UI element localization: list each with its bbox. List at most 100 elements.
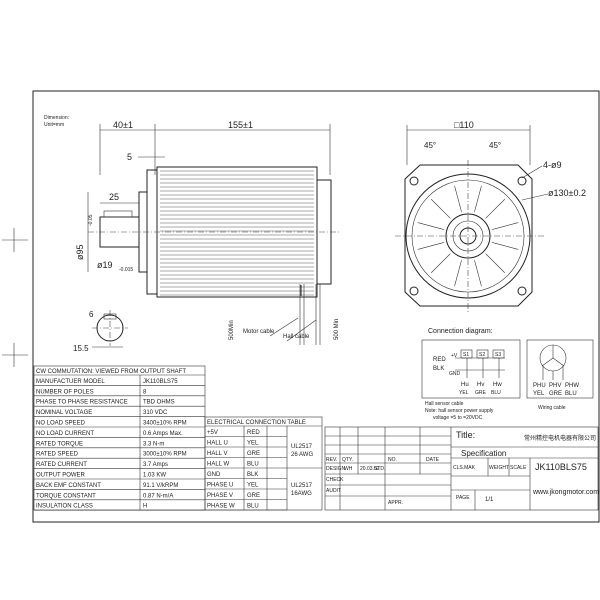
pilot-diameter-dim: ø95 [75, 244, 85, 260]
svg-text:1/1: 1/1 [485, 497, 494, 503]
spec-row-label: NUMBER OF POLES [36, 389, 94, 395]
mount-holes-dim: 4-ø9 [543, 160, 562, 170]
spec-row-label: PHASE TO PHASE RESISTANCE [36, 400, 128, 406]
connection-title: Connection diagram: [428, 328, 493, 335]
svg-text:DATE: DATE [426, 457, 440, 463]
motor-cable-label: Motor cable [243, 329, 275, 335]
elec-row-color: GRE [247, 493, 260, 499]
title-value: Specification [461, 449, 506, 458]
svg-text:UL2517: UL2517 [291, 483, 313, 489]
elec-row-pin: GND [207, 472, 221, 478]
drawing-border [32, 90, 600, 523]
spec-row-value: 8 [143, 389, 147, 395]
spec-row-value: JK110BLS75 [143, 379, 178, 385]
cable-length-2: 500 Min [334, 319, 340, 340]
model-number: JK110BLS75 [535, 462, 587, 472]
flange-outline [404, 164, 533, 307]
spec-row-label: NO LOAD CURRENT [36, 431, 94, 437]
mount-hole-bl [409, 286, 419, 296]
svg-text:PAGE: PAGE [456, 495, 470, 501]
company-name: 常州精控电机电器有限公司 [524, 434, 596, 442]
svg-text:CHECK: CHECK [326, 477, 344, 483]
spec-row-value: 3.3 N-m [143, 441, 164, 447]
svg-text:BLK: BLK [433, 366, 444, 372]
elec-row-pin: HALL V [207, 451, 227, 457]
hall-sensor-box [421, 339, 521, 399]
front-flange-dim: 40±1 [113, 120, 133, 130]
front-view: □110 45° 45° 4-ø9 ø130±0.2 [395, 120, 586, 312]
svg-text:YEL: YEL [459, 390, 469, 396]
svg-text:16AWG: 16AWG [291, 491, 312, 497]
elec-row-pin: PHASE V [207, 493, 233, 499]
svg-text:S3: S3 [495, 352, 501, 358]
elec-row-color: YEL [247, 483, 259, 489]
svg-text:BLU: BLU [491, 390, 501, 396]
side-view: 40±1 155±1 5 25 ø95 -0.05 ø19 -0.015 Mot… [73, 120, 340, 353]
spec-row-label: INSULATION CLASS [36, 504, 93, 510]
svg-text:Hu: Hu [461, 382, 469, 388]
pcd-dim: ø130±0.2 [548, 188, 586, 198]
title-block: REV. QTY. NO. DATE DESIGN WH 20.03.02 ST… [324, 426, 599, 511]
shaft-diameter-dim: ø19 [97, 260, 113, 270]
hub-circle [445, 213, 491, 259]
spec-row-value: 310 VDC [143, 410, 168, 416]
cooling-fins [160, 170, 314, 296]
spec-row-value: 1.03 KW [143, 473, 166, 479]
elec-row-pin: HALL W [207, 462, 229, 468]
rotor-ribs [417, 185, 519, 287]
svg-text:+V: +V [451, 353, 458, 359]
svg-text:SCALE: SCALE [510, 465, 527, 471]
spec-row-value: 3400±10% RPM [143, 421, 187, 427]
spec-row-value: H [143, 504, 147, 510]
body-length-dim: 155±1 [228, 120, 253, 130]
svg-text:REV.: REV. [326, 457, 337, 463]
shaft-length-dim: 25 [109, 192, 119, 202]
shaft-tolerance: -0.015 [119, 267, 133, 273]
electrical-table: ELECTRICAL CONNECTION TABLE UL2517 26 AW… [204, 416, 323, 511]
elec-row-color: RED [247, 430, 260, 436]
title-label: Title: [456, 430, 475, 440]
svg-text:S2: S2 [479, 352, 485, 358]
hall-cable-label: Hall cable [283, 334, 310, 340]
svg-text:WEIGHT: WEIGHT [489, 465, 509, 471]
spec-row-label: BACK EMF CONSTANT [36, 483, 101, 489]
svg-text:DESIGN: DESIGN [326, 466, 346, 472]
dimension-unit: Unit=mm [44, 122, 64, 128]
svg-text:Hw: Hw [493, 382, 502, 388]
svg-text:PHW: PHW [565, 383, 579, 389]
svg-text:UL2517: UL2517 [291, 444, 313, 450]
spec-row-label: RATED TORQUE [36, 441, 83, 447]
elec-row-pin: HALL U [207, 441, 228, 447]
spec-row-label: RATED CURRENT [36, 462, 87, 468]
elec-row-pin: +5V [207, 430, 218, 436]
spec-row-value: 0.6 Amps Max. [143, 431, 183, 437]
svg-text:NO.: NO. [388, 457, 397, 463]
electrical-table-header: ELECTRICAL CONNECTION TABLE [207, 420, 306, 426]
mount-hole-br [517, 286, 527, 296]
company-website: www.jkongmotor.com [532, 489, 599, 496]
svg-text:PHV: PHV [549, 383, 561, 389]
svg-text:Hv: Hv [477, 382, 484, 388]
svg-text:20.03.02: 20.03.02 [360, 466, 380, 472]
elec-row-color: BLU [247, 462, 259, 468]
svg-text:BLU: BLU [565, 391, 577, 397]
svg-text:AUDIT: AUDIT [326, 488, 341, 494]
winding-label: Wiring cable [538, 405, 566, 411]
hall-note-2: voltage =5 to =20VDC [433, 415, 483, 421]
spec-row-label: TORQUE CONSTANT [36, 493, 96, 499]
svg-text:GRE: GRE [475, 390, 487, 396]
spec-row-label: RATED SPEED [36, 452, 79, 458]
spec-table-header: CW COMMUTATION: VIEWED FROM OUTPUT SHAFT [36, 369, 186, 375]
hall-note-1: Note: hall sensor power supply [425, 408, 494, 414]
spec-row-value: 3.7 Amps [143, 462, 168, 468]
spec-row-label: OUTPUT POWER [36, 473, 86, 479]
svg-text:YEL: YEL [533, 391, 545, 397]
spec-table: CW COMMUTATION: VIEWED FROM OUTPUT SHAFT… [33, 365, 206, 511]
svg-text:APPR.: APPR. [388, 500, 403, 506]
hall-sensor-label: Hall sensor cable [425, 401, 464, 407]
connection-diagram: Connection diagram: RED BLK +V GND S1 S2… [421, 328, 594, 421]
svg-text:WH: WH [344, 466, 353, 472]
elec-row-pin: PHASE U [207, 483, 233, 489]
shaft-key [103, 210, 133, 218]
